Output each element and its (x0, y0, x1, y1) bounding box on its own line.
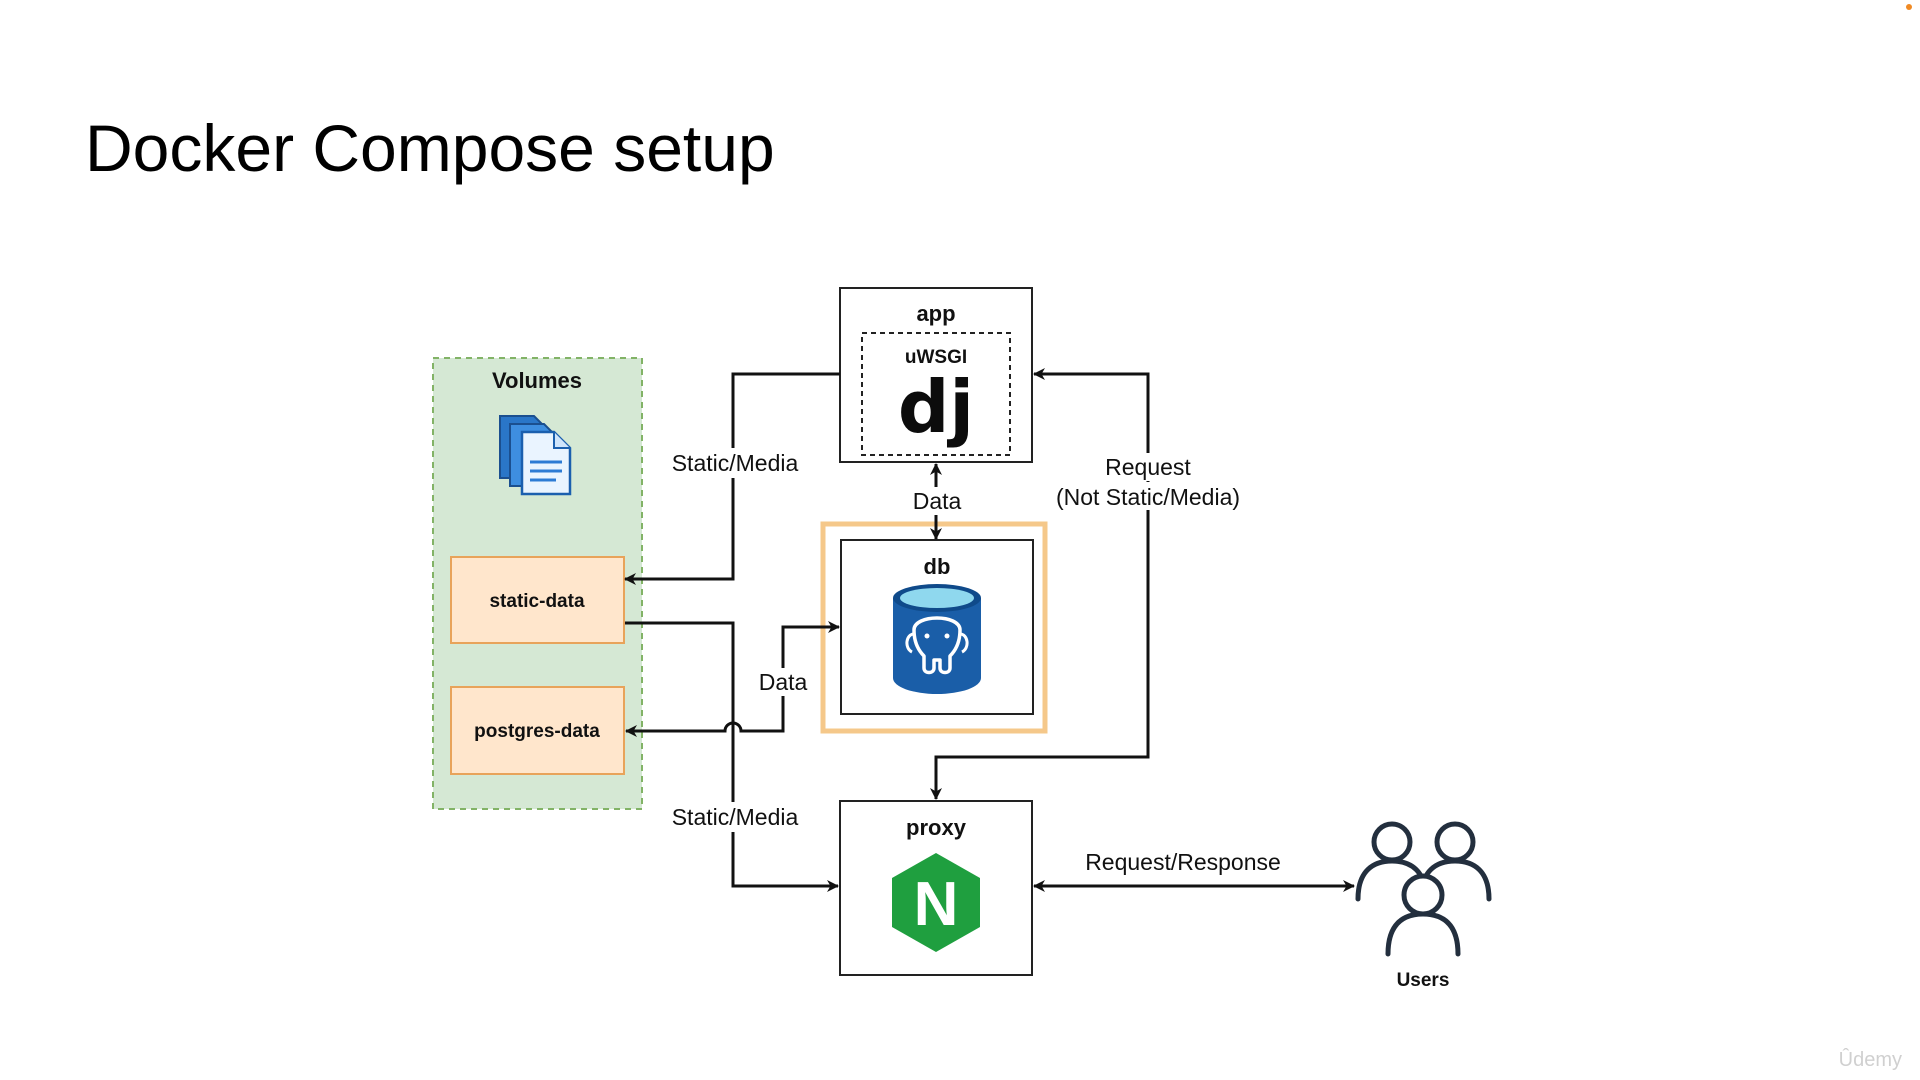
proxy-title: proxy (906, 815, 967, 840)
edge-labels: Static/Media Data Request (Not Static/Me… (668, 448, 1281, 875)
app-db-data-label: Data (913, 488, 962, 514)
static-data-label: static-data (489, 591, 584, 612)
page-title: Docker Compose setup (85, 111, 775, 185)
users-label: Users (1397, 970, 1450, 991)
static-media-label-top: Static/Media (672, 450, 799, 476)
static-data-to-proxy-arrow (625, 621, 839, 892)
db-container: db (820, 521, 1048, 734)
app-title: app (916, 301, 955, 326)
db-title: db (924, 554, 951, 579)
django-logo: dj (898, 365, 974, 449)
proxy-container: proxy N (839, 800, 1033, 976)
db-postgres-data-arrow (625, 621, 840, 737)
postgres-data-volume (450, 686, 625, 775)
nginx-logo-letter: N (914, 870, 959, 939)
request-label-line1: Request (1105, 454, 1191, 480)
app-container: app uWSGI dj (839, 287, 1033, 463)
postgres-data-label: postgres-data (474, 721, 600, 742)
static-media-label-bottom: Static/Media (672, 804, 799, 830)
request-arrow (930, 368, 1150, 800)
corner-indicator (1906, 4, 1912, 10)
static-data-volume (450, 556, 625, 644)
uwsgi-label: uWSGI (905, 347, 967, 368)
request-label-line2: (Not Static/Media) (1056, 484, 1240, 510)
udemy-watermark: Ûdemy (1838, 1049, 1902, 1071)
request-response-label: Request/Response (1085, 849, 1281, 875)
volumes-group: Volumes static-data postgres-data (432, 357, 643, 810)
nginx-icon: N (892, 853, 980, 952)
volumes-title: Volumes (492, 368, 582, 393)
users-icon (1355, 821, 1492, 957)
postgres-icon (893, 584, 981, 694)
documents-icon (499, 415, 572, 496)
db-postgres-data-label: Data (759, 669, 808, 695)
